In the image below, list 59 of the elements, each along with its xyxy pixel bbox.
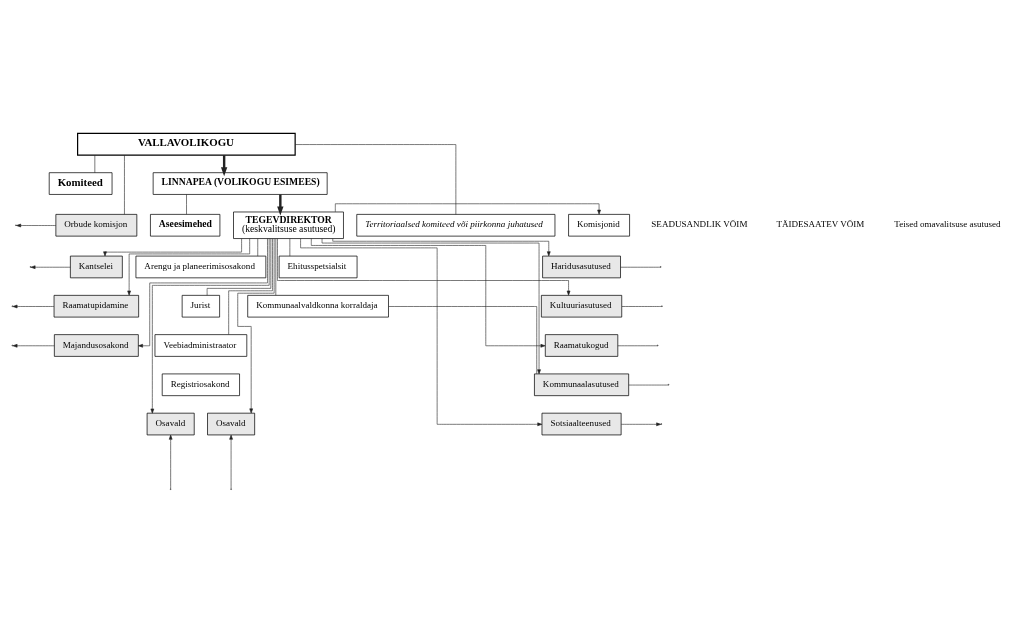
connector [227, 238, 273, 335]
arrow [321, 238, 541, 375]
node-box: Raamatupidamine [53, 295, 139, 318]
node-box: Osavald [146, 412, 195, 436]
connector [619, 266, 660, 268]
node-box: Aseesimehed [149, 214, 220, 237]
label: TÄIDESAATEV VÕIM [775, 219, 864, 230]
arrow [12, 344, 55, 348]
arrow [310, 238, 545, 348]
node-box: Kommunaalasutused [533, 373, 629, 397]
arrow [150, 238, 269, 414]
connector [256, 238, 258, 257]
node-box: Veebiadministraator [154, 334, 247, 357]
arrow [236, 238, 274, 414]
arrow [276, 238, 570, 296]
arrow [30, 265, 71, 269]
node-box: Kultuuriasutused [540, 295, 622, 318]
node-box: Orbude komisjon [55, 214, 137, 237]
node-box: Kantselei [69, 255, 123, 279]
connector [294, 144, 456, 215]
node-box: VALLAVOLIKOGU [76, 132, 296, 156]
arrow [299, 238, 542, 427]
node-box: Jurist [181, 295, 220, 318]
node-box: LINNAPEA (VOLIKOGU ESIMEES) [152, 172, 328, 195]
connector [617, 345, 657, 347]
node-box: Osavald [206, 412, 255, 436]
arrow [126, 238, 250, 296]
node-box: Raamatukogud [544, 334, 618, 357]
node-box: Territoriaalsed komiteed või piirkonna juhatused [355, 214, 555, 237]
node-box: Ehitusspetsialsit [278, 255, 357, 279]
node-box: Komisjonid [567, 214, 630, 237]
connector [206, 238, 271, 296]
connector [628, 384, 668, 386]
arrow [12, 304, 54, 309]
node-box: TEGEVDIREKTOR (keskvalitsuse asutused) [232, 211, 344, 239]
node-box: Sotsiaalteenused [541, 412, 621, 436]
arrow [620, 422, 661, 427]
connector [388, 306, 537, 375]
node-box: Registriosakond [161, 373, 240, 397]
label: Teised omavalitsuse asutused [893, 219, 1001, 230]
arrow [276, 194, 284, 216]
label: SEADUSANDLIK VÕIM [650, 219, 747, 230]
connector [185, 194, 187, 215]
node-box: Majandusosakond [53, 334, 139, 357]
arrow [168, 434, 172, 489]
node-box: Haridusasutused [541, 255, 621, 279]
connector [289, 238, 290, 257]
node-box: Arengu ja planeerimisosakond [135, 255, 266, 279]
connector [94, 154, 95, 173]
arrow [15, 223, 56, 228]
arrow [228, 434, 233, 489]
connector [621, 306, 662, 307]
connector [275, 238, 276, 296]
node-box: Komiteed [48, 172, 112, 195]
arrow [334, 203, 601, 215]
connector [123, 154, 125, 215]
arrow [102, 238, 242, 257]
arrow [331, 238, 551, 257]
node-box: Kommunaalvaldkonna korraldaja [246, 295, 389, 318]
